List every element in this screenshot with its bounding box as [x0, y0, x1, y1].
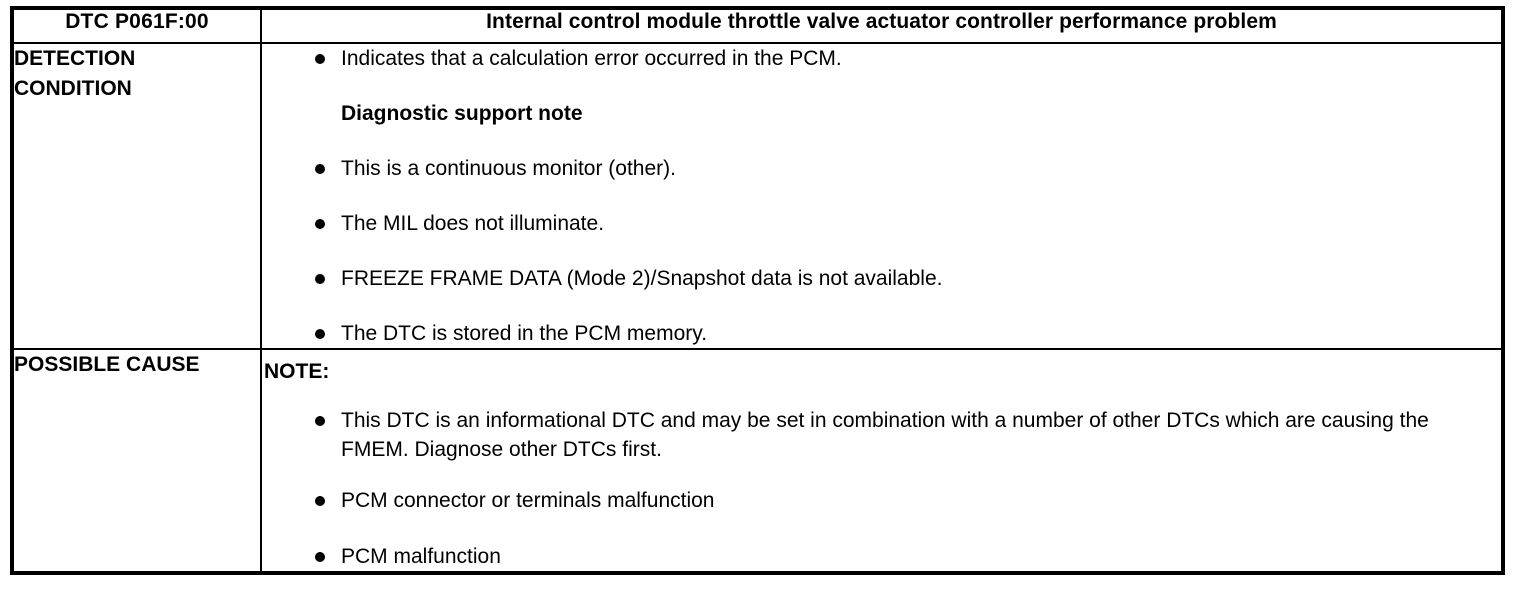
list-item: FREEZE FRAME DATA (Mode 2)/Snapshot data…: [262, 264, 1501, 293]
bullet-dot-icon: [315, 496, 325, 506]
bullet-dot-icon: [315, 329, 325, 339]
list-item-text: PCM malfunction: [341, 545, 501, 568]
list-item: PCM malfunction: [262, 542, 1501, 571]
note-heading: NOTE:: [264, 360, 330, 383]
list-item-text: The MIL does not illuminate.: [341, 212, 605, 235]
dtc-code-cell: DTC P061F:00: [11, 7, 262, 44]
bullet-dot-icon: [315, 54, 325, 64]
detection-condition-label: DETECTION CONDITION: [11, 42, 262, 350]
list-item-text: Indicates that a calculation error occur…: [341, 47, 842, 70]
table-header-row: DTC P061F:00 Internal control module thr…: [11, 7, 1504, 44]
list-item-text: This DTC is an informational DTC and may…: [341, 409, 1429, 461]
bullet-dot-icon: [315, 164, 325, 174]
detection-condition-content: Indicates that a calculation error occur…: [260, 42, 1504, 350]
list-item: The DTC is stored in the PCM memory.: [262, 319, 1501, 348]
list-item-text: PCM connector or terminals malfunction: [341, 489, 715, 512]
detection-condition-list: Indicates that a calculation error occur…: [262, 44, 1501, 348]
bullet-dot-icon: [315, 416, 325, 426]
list-item: This DTC is an informational DTC and may…: [262, 406, 1501, 464]
diagnostic-support-note-heading: Diagnostic support note: [341, 102, 583, 125]
possible-cause-label: POSSIBLE CAUSE: [11, 348, 262, 574]
bullet-dot-icon: [315, 219, 325, 229]
bullet-dot-icon: [315, 274, 325, 284]
dtc-table: DTC P061F:00 Internal control module thr…: [10, 6, 1505, 575]
possible-cause-content: NOTE: This DTC is an informational DTC a…: [260, 348, 1504, 574]
list-item-text: The DTC is stored in the PCM memory.: [341, 322, 708, 345]
list-item: The MIL does not illuminate.: [262, 209, 1501, 238]
list-item: Indicates that a calculation error occur…: [262, 44, 1501, 73]
list-item-text: This is a continuous monitor (other).: [341, 157, 676, 180]
possible-cause-row: POSSIBLE CAUSE NOTE: This DTC is an info…: [11, 348, 1504, 574]
possible-cause-list: This DTC is an informational DTC and may…: [262, 406, 1501, 571]
bullet-dot-icon: [315, 552, 325, 562]
list-item-text: FREEZE FRAME DATA (Mode 2)/Snapshot data…: [341, 267, 943, 290]
dtc-title-cell: Internal control module throttle valve a…: [260, 7, 1504, 44]
list-item: PCM connector or terminals malfunction: [262, 486, 1501, 515]
detection-condition-row: DETECTION CONDITION Indicates that a cal…: [11, 42, 1504, 350]
list-item: This is a continuous monitor (other).: [262, 154, 1501, 183]
